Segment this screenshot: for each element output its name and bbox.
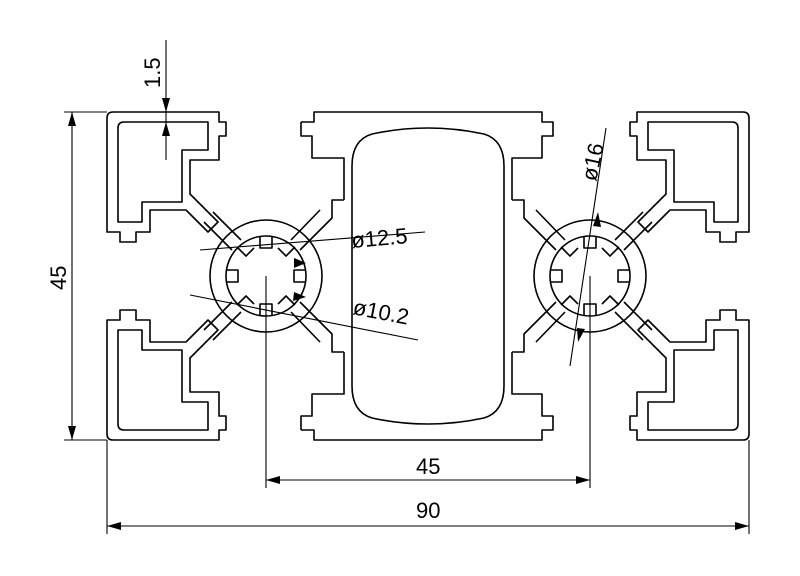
- corner-chamber-bottom-left: [106, 309, 227, 441]
- dim-label-width: 90: [416, 498, 440, 523]
- center-top-flange: [300, 111, 554, 200]
- center-bottom-flange: [300, 352, 554, 441]
- dim-label-height: 45: [46, 266, 71, 290]
- dim-label-channel: ø16: [576, 141, 608, 183]
- corner-chamber-bottom-right: [629, 309, 750, 441]
- center-hollow: [351, 127, 505, 425]
- dim-label-bore-inner: ø10.2: [351, 294, 411, 329]
- dim-label-wall-thickness: 1.5: [140, 57, 165, 88]
- dim-label-pitch: 45: [416, 454, 440, 479]
- dimension-bore-diameters: ø12.5 ø10.2: [189, 223, 426, 341]
- dimension-channel: ø16: [569, 127, 609, 367]
- right-webs: [512, 199, 653, 353]
- dimension-height: 45: [46, 111, 107, 441]
- left-webs: [203, 199, 344, 353]
- profile-outline: [106, 111, 750, 441]
- dim-label-bore-outer: ø12.5: [350, 223, 408, 253]
- dimension-width: 90: [106, 440, 750, 534]
- dimension-pitch: 45: [265, 276, 591, 488]
- dimension-wall-thickness: 1.5: [140, 40, 170, 160]
- corner-chamber-top-right: [629, 111, 750, 243]
